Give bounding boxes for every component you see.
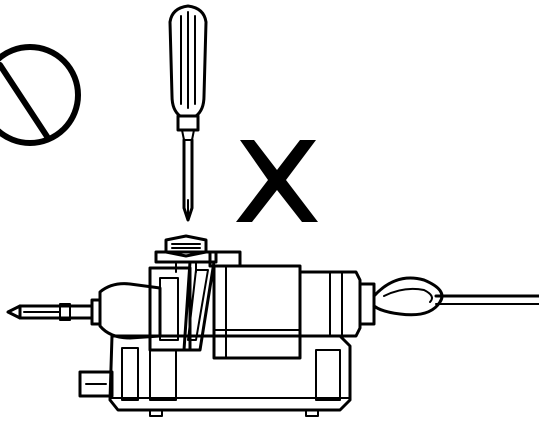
actuator-device-icon — [6, 234, 539, 417]
prohibition-icon — [0, 44, 81, 146]
screwdriver-icon — [168, 4, 208, 222]
cross-mark-icon — [236, 140, 318, 222]
